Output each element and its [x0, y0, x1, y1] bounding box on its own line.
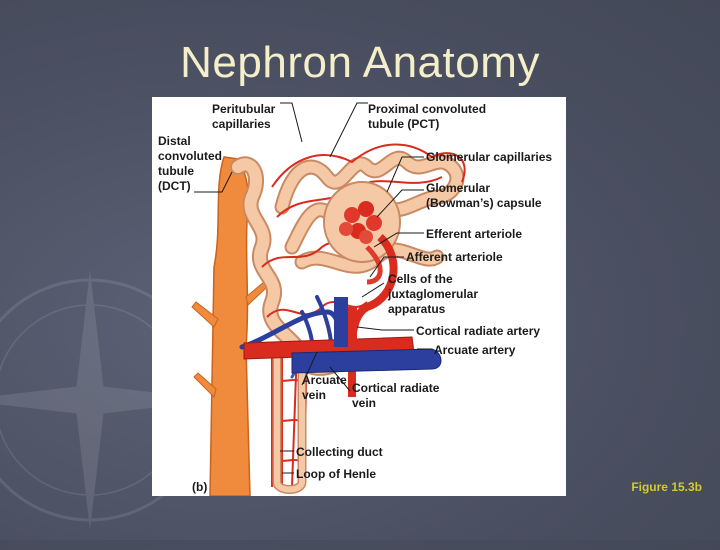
label-dct-2: convoluted — [158, 149, 222, 163]
label-jga-2: juxtaglomerular — [387, 287, 478, 301]
label-pct-2: tubule (PCT) — [368, 117, 439, 131]
label-cortical-radiate-vein-2: vein — [352, 396, 376, 410]
label-arcuate-artery: Arcuate artery — [434, 343, 516, 357]
label-peritubular-2: capillaries — [212, 117, 271, 131]
nephron-figure: Peritubular capillaries Proximal convolu… — [152, 97, 566, 496]
slide-title: Nephron Anatomy — [0, 38, 720, 88]
label-bowmans-2: (Bowman’s) capsule — [426, 196, 542, 210]
label-cortical-radiate-vein-1: Cortical radiate — [352, 381, 440, 395]
nephron-diagram: Peritubular capillaries Proximal convolu… — [152, 97, 566, 496]
label-cortical-radiate-artery: Cortical radiate artery — [416, 324, 540, 338]
label-jga-1: Cells of the — [388, 272, 453, 286]
label-pct-1: Proximal convoluted — [368, 102, 486, 116]
label-arcuate-vein-1: Arcuate — [302, 373, 347, 387]
figure-caption: Figure 15.3b — [631, 480, 702, 494]
label-glomerular-capillaries: Glomerular capillaries — [426, 150, 552, 164]
label-loop-of-henle: Loop of Henle — [296, 467, 376, 481]
label-dct-3: tubule — [158, 164, 194, 178]
label-arcuate-vein-2: vein — [302, 388, 326, 402]
label-dct-1: Distal — [158, 134, 191, 148]
label-jga-3: apparatus — [388, 302, 446, 316]
panel-label: (b) — [192, 480, 207, 494]
label-afferent: Afferent arteriole — [406, 250, 503, 264]
label-bowmans-1: Glomerular — [426, 181, 490, 195]
label-efferent: Efferent arteriole — [426, 227, 522, 241]
label-dct-4: (DCT) — [158, 179, 191, 193]
label-collecting-duct: Collecting duct — [296, 445, 383, 459]
label-peritubular-1: Peritubular — [212, 102, 276, 116]
